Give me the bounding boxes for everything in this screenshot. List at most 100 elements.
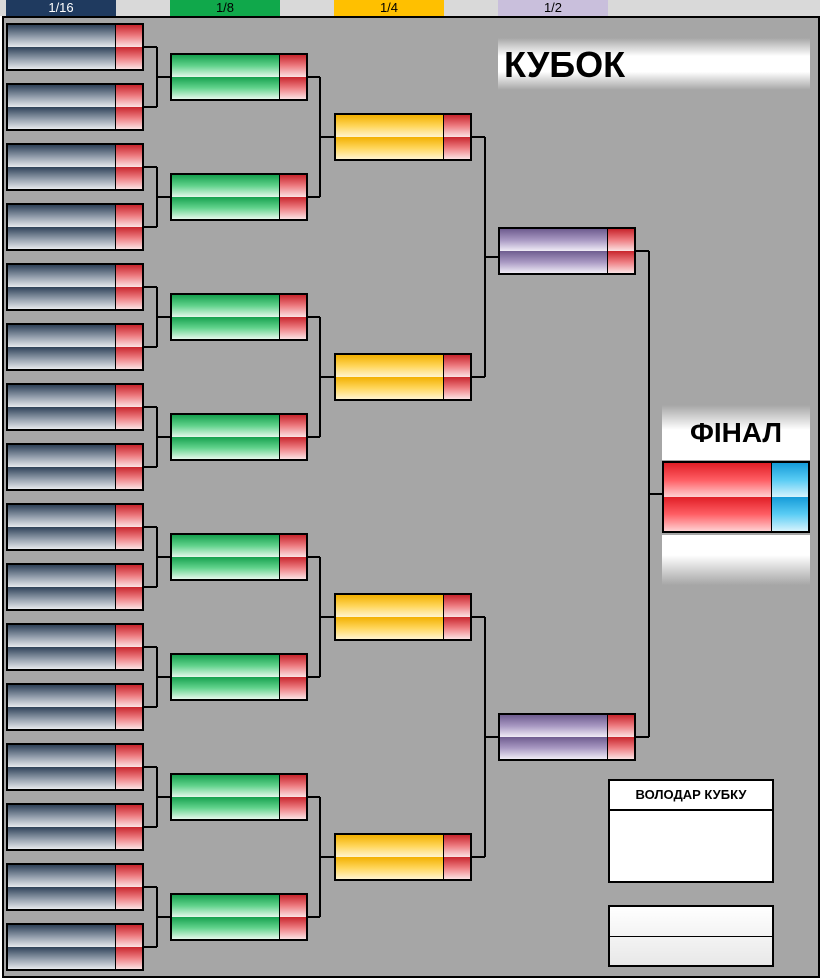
score-field[interactable]: [115, 265, 142, 288]
team-name-field[interactable]: [8, 625, 116, 648]
score-field[interactable]: [115, 107, 142, 129]
team-name-field[interactable]: [336, 377, 444, 399]
score-field[interactable]: [115, 385, 142, 408]
score-field[interactable]: [115, 827, 142, 849]
team-name-field[interactable]: [8, 745, 116, 768]
team-name-field[interactable]: [8, 325, 116, 348]
score-field[interactable]: [115, 587, 142, 609]
score-field[interactable]: [279, 197, 306, 219]
score-field[interactable]: [443, 617, 470, 639]
team-name-field[interactable]: [8, 565, 116, 588]
score-field[interactable]: [115, 527, 142, 549]
score-field[interactable]: [115, 707, 142, 729]
score-field[interactable]: [607, 229, 634, 252]
score-field[interactable]: [115, 85, 142, 108]
winner-entry-top[interactable]: [610, 907, 772, 937]
score-field[interactable]: [279, 917, 306, 939]
team-name-field[interactable]: [8, 167, 116, 189]
team-name-field[interactable]: [8, 505, 116, 528]
team-name-field[interactable]: [8, 827, 116, 849]
team-name-field[interactable]: [172, 655, 280, 678]
team-name-field[interactable]: [8, 47, 116, 69]
score-field[interactable]: [443, 377, 470, 399]
score-field[interactable]: [443, 355, 470, 378]
team-name-field[interactable]: [500, 737, 608, 759]
score-field[interactable]: [115, 745, 142, 768]
score-field[interactable]: [115, 647, 142, 669]
team-name-field[interactable]: [336, 137, 444, 159]
score-field[interactable]: [279, 677, 306, 699]
team-name-field[interactable]: [8, 587, 116, 609]
score-field[interactable]: [443, 835, 470, 858]
team-name-field[interactable]: [336, 115, 444, 138]
score-field[interactable]: [279, 437, 306, 459]
team-name-field[interactable]: [8, 227, 116, 249]
score-field[interactable]: [115, 407, 142, 429]
team-name-field[interactable]: [8, 265, 116, 288]
score-field[interactable]: [115, 767, 142, 789]
score-field[interactable]: [443, 595, 470, 618]
score-field[interactable]: [279, 415, 306, 438]
team-name-field[interactable]: [172, 557, 280, 579]
score-field[interactable]: [279, 557, 306, 579]
team-name-field[interactable]: [336, 595, 444, 618]
team-name-field[interactable]: [8, 445, 116, 468]
team-name-field[interactable]: [500, 715, 608, 738]
team-name-field[interactable]: [8, 527, 116, 549]
score-field[interactable]: [115, 445, 142, 468]
team-name-field[interactable]: [8, 25, 116, 48]
team-name-field[interactable]: [172, 175, 280, 198]
team-name-field[interactable]: [8, 205, 116, 228]
score-field[interactable]: [443, 137, 470, 159]
score-field[interactable]: [115, 947, 142, 969]
score-field[interactable]: [115, 205, 142, 228]
score-field[interactable]: [115, 25, 142, 48]
score-field[interactable]: [279, 895, 306, 918]
team-name-field[interactable]: [8, 685, 116, 708]
score-field[interactable]: [279, 317, 306, 339]
score-field[interactable]: [115, 347, 142, 369]
team-name-field[interactable]: [336, 355, 444, 378]
team-name-field[interactable]: [8, 347, 116, 369]
team-name-field[interactable]: [8, 925, 116, 948]
team-name-field[interactable]: [172, 917, 280, 939]
team-name-field[interactable]: [8, 287, 116, 309]
score-field[interactable]: [115, 505, 142, 528]
score-field[interactable]: [607, 737, 634, 759]
score-field[interactable]: [115, 47, 142, 69]
score-field[interactable]: [115, 227, 142, 249]
team-name-field[interactable]: [8, 805, 116, 828]
score-field[interactable]: [115, 287, 142, 309]
team-name-field[interactable]: [8, 407, 116, 429]
team-name-field[interactable]: [336, 617, 444, 639]
score-field[interactable]: [115, 805, 142, 828]
team-name-field[interactable]: [172, 775, 280, 798]
team-name-field[interactable]: [172, 797, 280, 819]
team-name-field[interactable]: [172, 197, 280, 219]
team-name-field[interactable]: [8, 107, 116, 129]
team-name-field[interactable]: [172, 77, 280, 99]
score-field[interactable]: [115, 925, 142, 948]
score-field[interactable]: [771, 463, 808, 498]
team-name-field[interactable]: [8, 467, 116, 489]
score-field[interactable]: [115, 565, 142, 588]
team-name-field[interactable]: [500, 251, 608, 273]
team-name-field[interactable]: [172, 437, 280, 459]
score-field[interactable]: [279, 77, 306, 99]
score-field[interactable]: [771, 497, 808, 531]
team-name-field[interactable]: [8, 145, 116, 168]
score-field[interactable]: [115, 685, 142, 708]
team-name-field[interactable]: [8, 865, 116, 888]
score-field[interactable]: [115, 625, 142, 648]
score-field[interactable]: [115, 887, 142, 909]
team-name-field[interactable]: [500, 229, 608, 252]
score-field[interactable]: [607, 251, 634, 273]
score-field[interactable]: [279, 797, 306, 819]
score-field[interactable]: [443, 857, 470, 879]
score-field[interactable]: [279, 55, 306, 78]
team-name-field[interactable]: [336, 835, 444, 858]
score-field[interactable]: [115, 865, 142, 888]
score-field[interactable]: [279, 535, 306, 558]
team-name-field[interactable]: [8, 887, 116, 909]
score-field[interactable]: [279, 775, 306, 798]
